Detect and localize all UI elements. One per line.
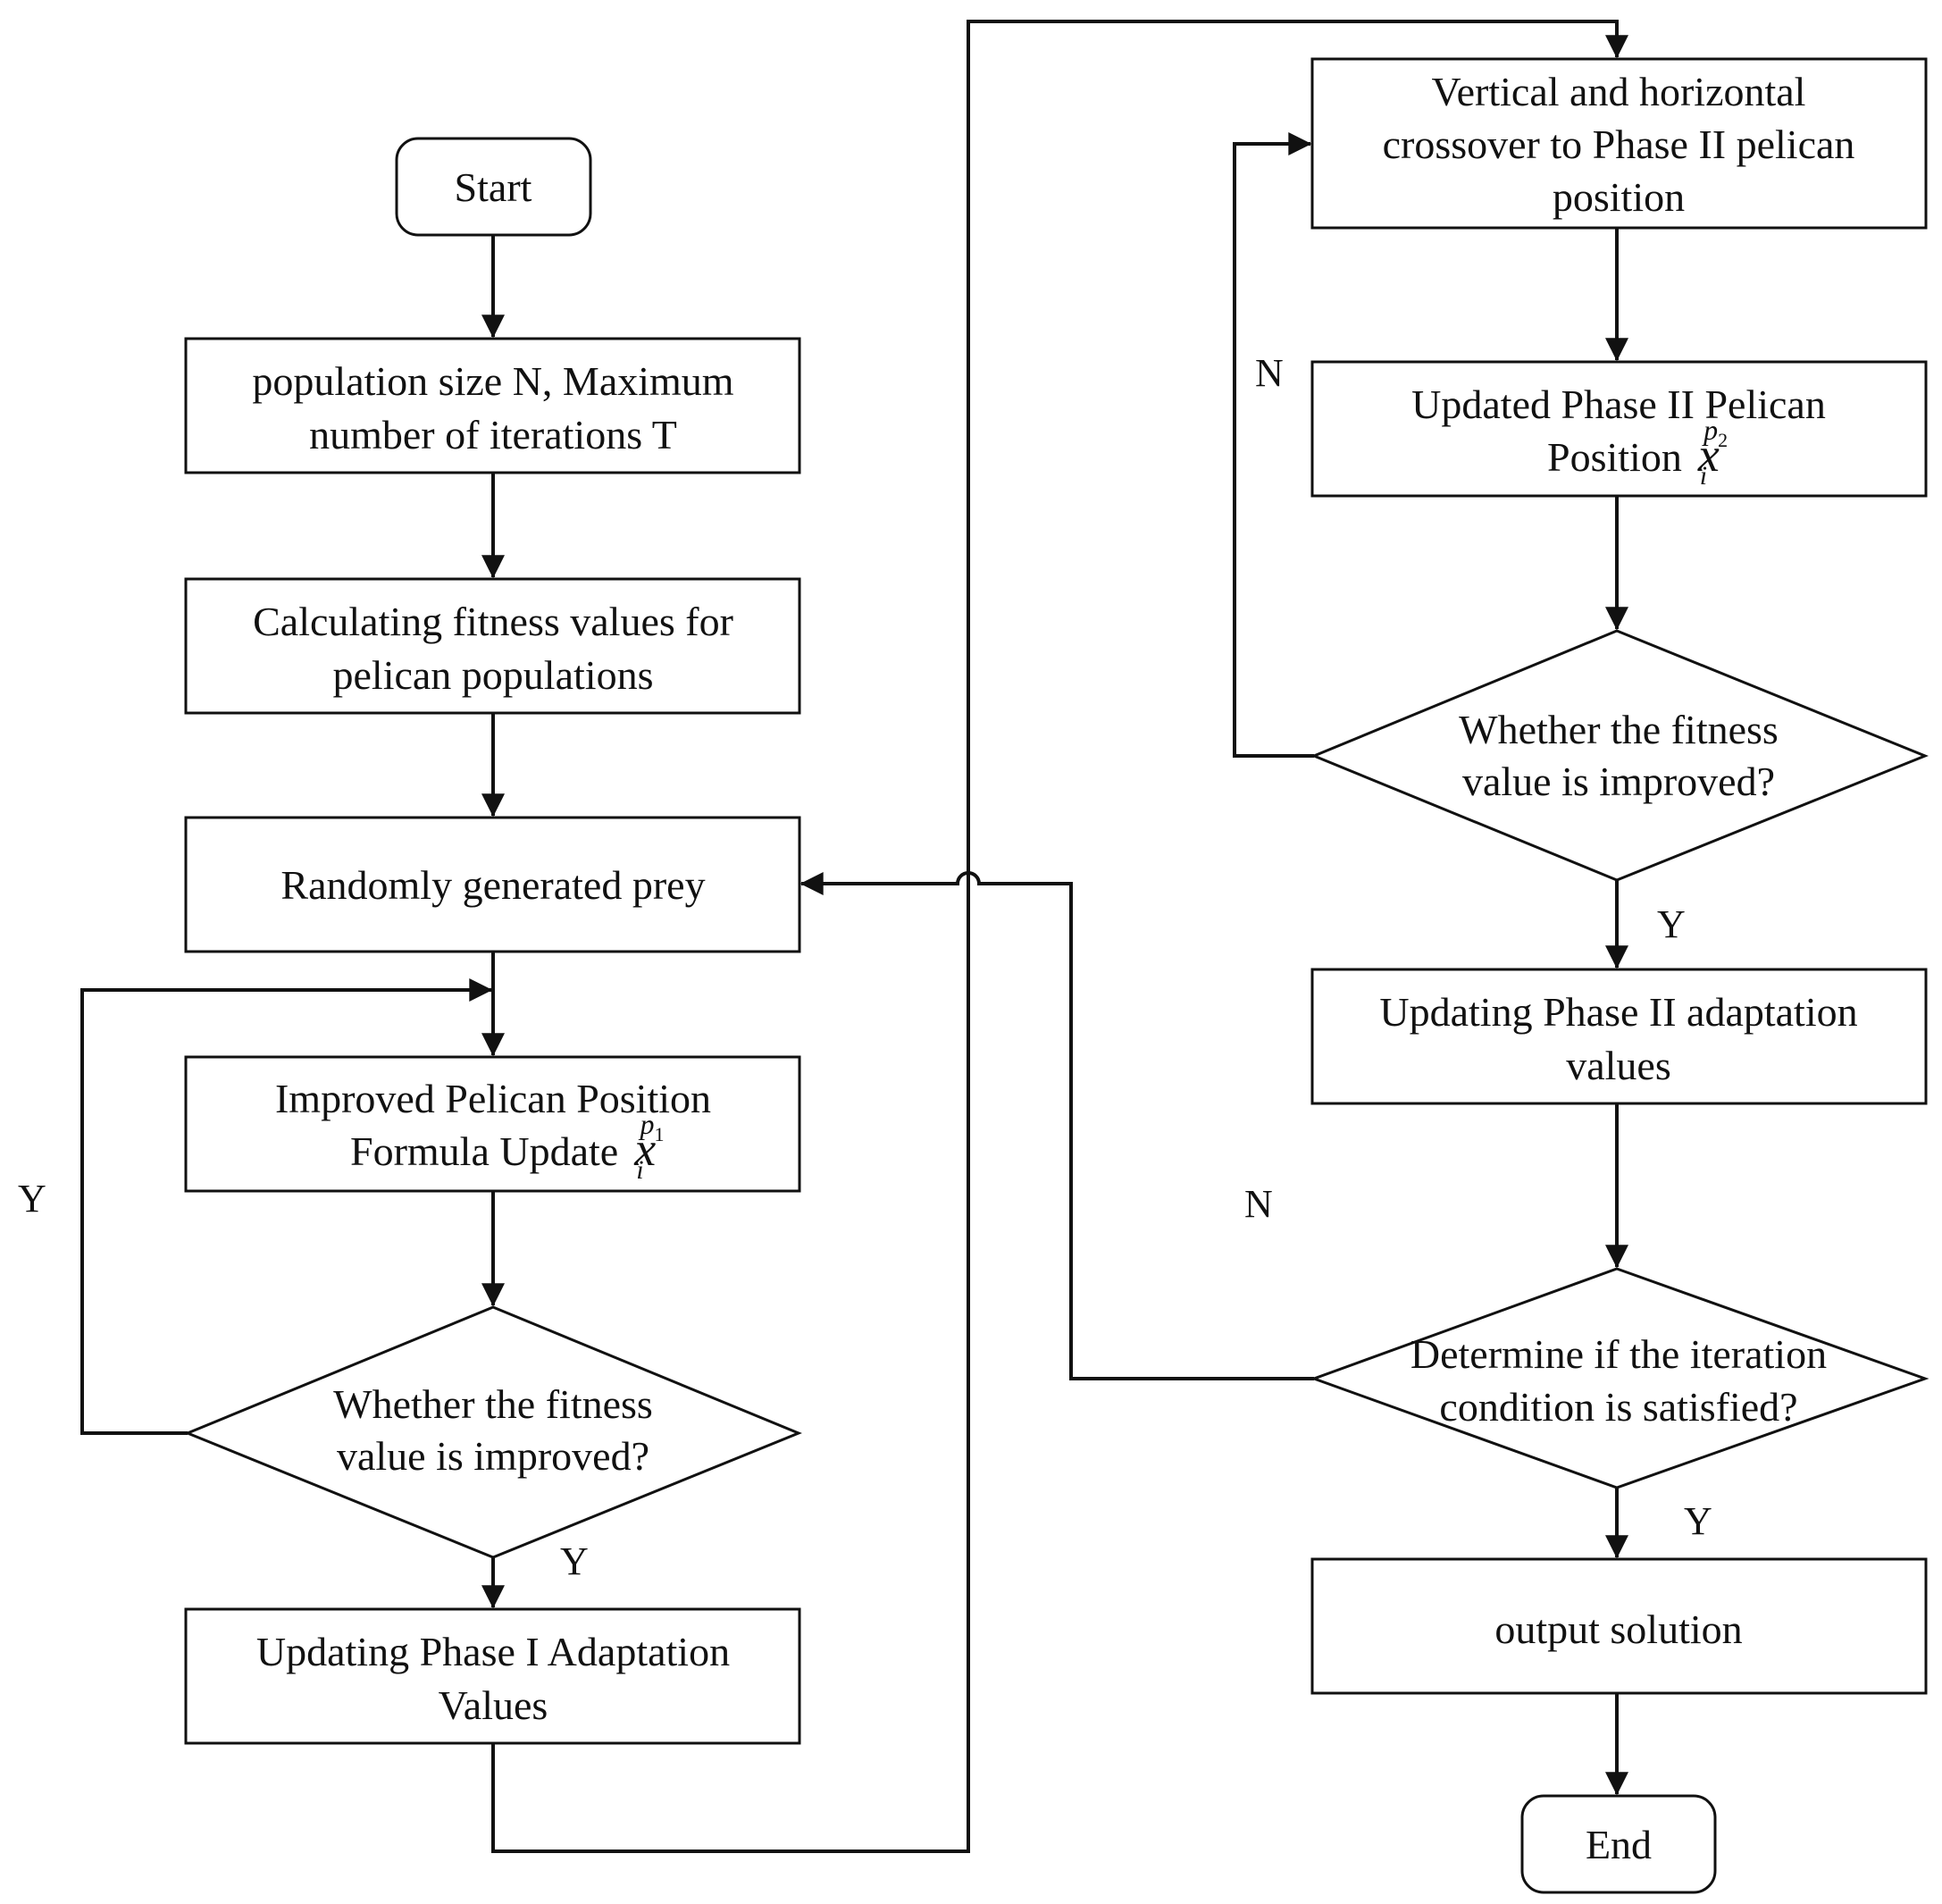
phase1-adapt-line-1: Updating Phase I Adaptation: [256, 1629, 730, 1674]
decision1-loop-yes-label: Y: [18, 1177, 46, 1220]
output-solution-label: output solution: [1494, 1606, 1742, 1652]
random-prey-label: Randomly generated prey: [280, 862, 705, 908]
init-line-2: number of iterations T: [309, 412, 677, 457]
phase2-adapt-line-1: Updating Phase II adaptation: [1379, 989, 1857, 1035]
decision1-yes-label: Y: [560, 1539, 589, 1583]
start-label: Start: [455, 164, 532, 210]
crossover-line-2: crossover to Phase II pelican: [1383, 122, 1855, 167]
end-terminal: End: [1520, 1794, 1717, 1894]
decision2-line-2: value is improved?: [1462, 759, 1775, 804]
decision3-line-1: Determine if the iteration: [1410, 1331, 1827, 1377]
edge-decision3-loop-back: [799, 871, 1314, 1380]
phase2-adapt-line-2: values: [1566, 1043, 1671, 1088]
phase2-update-line-1: Updated Phase II Pelican: [1411, 382, 1826, 427]
crossover-box: Vertical and horizontal crossover to Pha…: [1310, 57, 1928, 230]
edge-decision2-loop-back: [1233, 132, 1314, 758]
crossover-line-3: position: [1553, 174, 1685, 220]
edge-decision1-loop-back: [80, 978, 493, 1435]
end-label: End: [1586, 1822, 1652, 1867]
decision2-no-label: N: [1255, 351, 1284, 395]
output-solution-box: output solution: [1310, 1557, 1928, 1695]
decision3-yes-label: Y: [1684, 1499, 1712, 1543]
decision1-fitness-improved: Whether the fitness value is improved?: [184, 1305, 802, 1559]
phase1-update-line-1: Improved Pelican Position: [275, 1076, 711, 1121]
init-parameters-box: population size N, Maximum number of ite…: [184, 337, 801, 474]
decision1-line-1: Whether the fitness: [333, 1381, 653, 1427]
random-prey-box: Randomly generated prey: [184, 816, 801, 953]
fitness-calculation-box: Calculating fitness values for pelican p…: [184, 577, 801, 715]
edge-phase1-adapt-to-crossover: [491, 20, 1628, 1853]
phase1-adaptation-box: Updating Phase I Adaptation Values: [184, 1607, 801, 1745]
fitness-line-2: pelican populations: [333, 652, 654, 698]
crossover-line-1: Vertical and horizontal: [1432, 69, 1806, 114]
decision3-iteration-condition: Determine if the iteration condition is …: [1310, 1267, 1929, 1489]
phase1-position-update-box: Improved Pelican Position Formula Update…: [184, 1055, 801, 1193]
decision1-line-2: value is improved?: [337, 1433, 649, 1479]
fitness-line-1: Calculating fitness values for: [253, 599, 733, 644]
phase1-adapt-line-2: Values: [439, 1682, 548, 1728]
init-line-1: population size N, Maximum: [252, 358, 733, 404]
decision2-yes-label: Y: [1657, 902, 1686, 946]
decision2-fitness-improved: Whether the fitness value is improved?: [1310, 629, 1929, 882]
phase2-adaptation-box: Updating Phase II adaptation values: [1310, 968, 1928, 1105]
decision3-no-label: N: [1244, 1182, 1273, 1226]
decision2-line-1: Whether the fitness: [1459, 707, 1779, 752]
decision3-line-2: condition is satisfied?: [1439, 1384, 1797, 1430]
start-terminal: Start: [395, 137, 592, 237]
